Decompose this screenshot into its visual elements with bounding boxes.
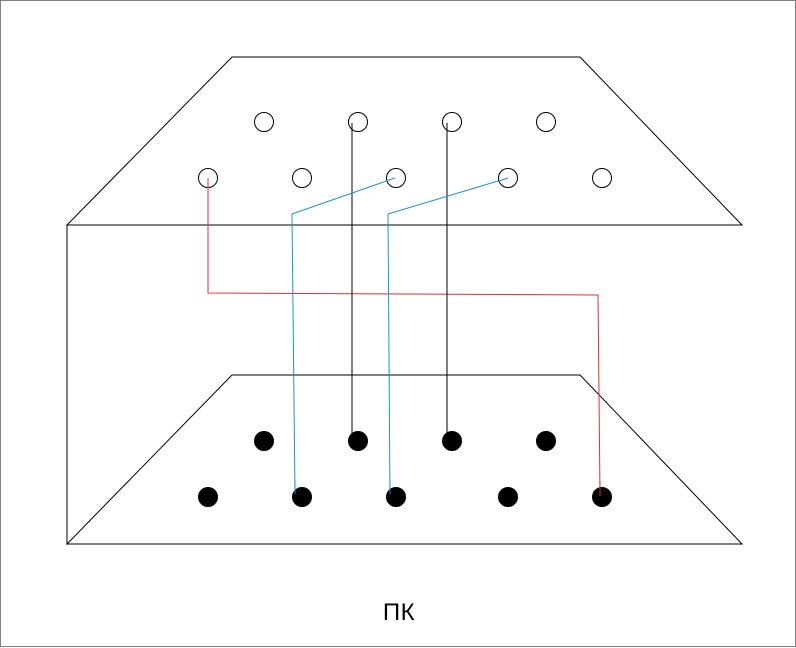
top-pin-row1-4 xyxy=(536,112,556,132)
bottom-connector-body xyxy=(65,374,744,545)
bottom-pin-row1-4 xyxy=(536,431,556,451)
bottom-pin-row1-3 xyxy=(442,431,462,451)
wires xyxy=(207,123,601,497)
frame-outlines xyxy=(65,56,744,545)
top-connector-pins xyxy=(198,112,612,188)
bottom-connector-pins xyxy=(198,431,612,507)
bottom-pin-row2-5 xyxy=(592,487,612,507)
bottom-pin-row2-4 xyxy=(498,487,518,507)
top-pin-row2-3 xyxy=(386,168,406,188)
bottom-pin-row1-2 xyxy=(348,431,368,451)
diagram-caption: ПК xyxy=(382,599,416,626)
wire-blue-1-tip xyxy=(385,177,396,182)
top-pin-row1-2 xyxy=(348,112,368,132)
top-pin-row2-5 xyxy=(592,168,612,188)
wire-red xyxy=(207,178,601,497)
bottom-pin-row2-1 xyxy=(198,487,218,507)
bottom-pin-row2-2 xyxy=(292,487,312,507)
top-pin-row2-2 xyxy=(292,168,312,188)
wire-blue-2 xyxy=(387,177,509,497)
top-connector-body xyxy=(65,56,744,226)
wire-tips xyxy=(207,123,509,188)
top-pin-row1-3 xyxy=(442,112,462,132)
bottom-pin-row2-3 xyxy=(386,487,406,507)
wire-ends xyxy=(294,481,601,496)
top-pin-row1-1 xyxy=(254,112,274,132)
wire-blue-2-tip xyxy=(498,177,509,182)
wire-blue-1 xyxy=(291,177,396,497)
bottom-pin-row1-1 xyxy=(254,431,274,451)
